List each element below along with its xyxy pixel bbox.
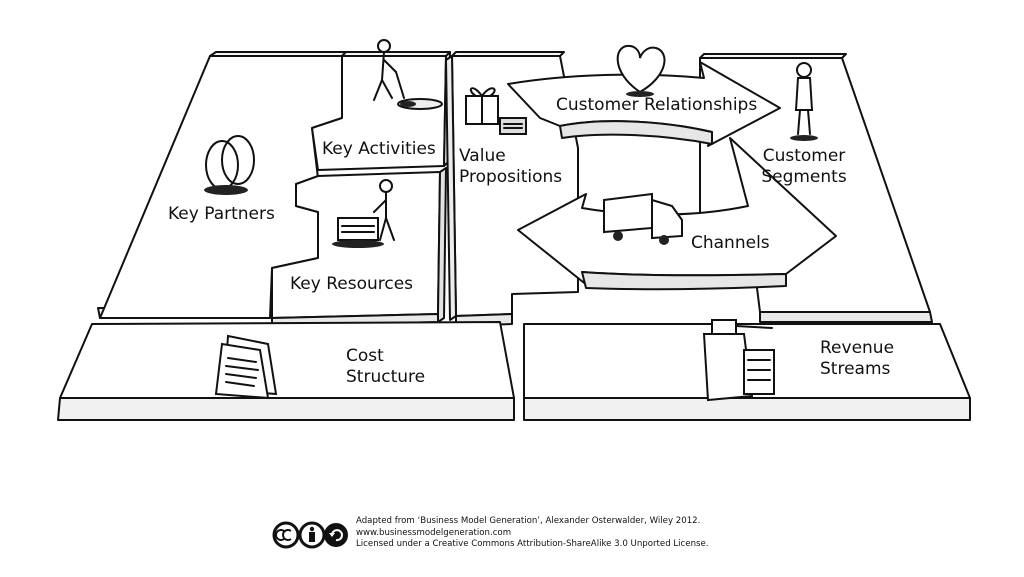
key-partners-label: Key Partners (168, 204, 275, 224)
channels-label: Channels (691, 233, 770, 253)
revenue-streams-label: Revenue Streams (820, 338, 894, 380)
delivery-truck-icon (603, 192, 683, 245)
attribution-icon (298, 521, 326, 549)
value-propositions-label: Value Propositions (459, 146, 562, 188)
cost-structure-line-2: Structure (346, 367, 426, 387)
revenue-streams-line-1: Revenue (820, 338, 895, 358)
license-line: Licensed under a Creative Commons Attrib… (356, 539, 709, 549)
interlocked-rings-icon (204, 135, 255, 195)
person-with-machine-icon (332, 179, 395, 248)
cost-structure-label: Cost Structure (346, 346, 425, 388)
website-line: www.businessmodelgeneration.com (356, 527, 512, 538)
revenue-streams-line-2: Streams (820, 359, 891, 379)
cost-structure-line-1: Cost (346, 346, 384, 366)
license-text: Adapted from ‘Business Model Generation’… (356, 516, 709, 551)
heart-icon (616, 44, 666, 97)
cost-structure-block (57, 321, 515, 421)
license-footer: Adapted from ‘Business Model Generation’… (272, 516, 772, 558)
attribution-line: Adapted from ‘Business Model Generation’… (356, 516, 701, 526)
person-digging-icon (373, 39, 443, 110)
customer-relationships-arrow (507, 61, 781, 147)
cc-icon (272, 521, 300, 549)
channels-arrow (517, 137, 837, 291)
standing-person-icon (790, 62, 818, 141)
share-alike-icon (324, 523, 348, 547)
customer-segments-line-1: Customer (762, 146, 846, 166)
key-activities-label: Key Activities (322, 139, 436, 159)
gift-box-icon (465, 87, 527, 135)
value-propositions-line-1: Value (459, 146, 506, 166)
customer-relationships-label: Customer Relationships (556, 95, 758, 115)
key-resources-label: Key Resources (290, 274, 414, 294)
receipt-papers-icon (214, 334, 278, 400)
cash-register-icon (702, 319, 775, 402)
creative-commons-icons (272, 521, 348, 549)
value-propositions-line-2: Propositions (459, 167, 563, 187)
customer-segments-label: Customer Segments (756, 146, 852, 188)
customer-segments-line-2: Segments (761, 167, 847, 187)
